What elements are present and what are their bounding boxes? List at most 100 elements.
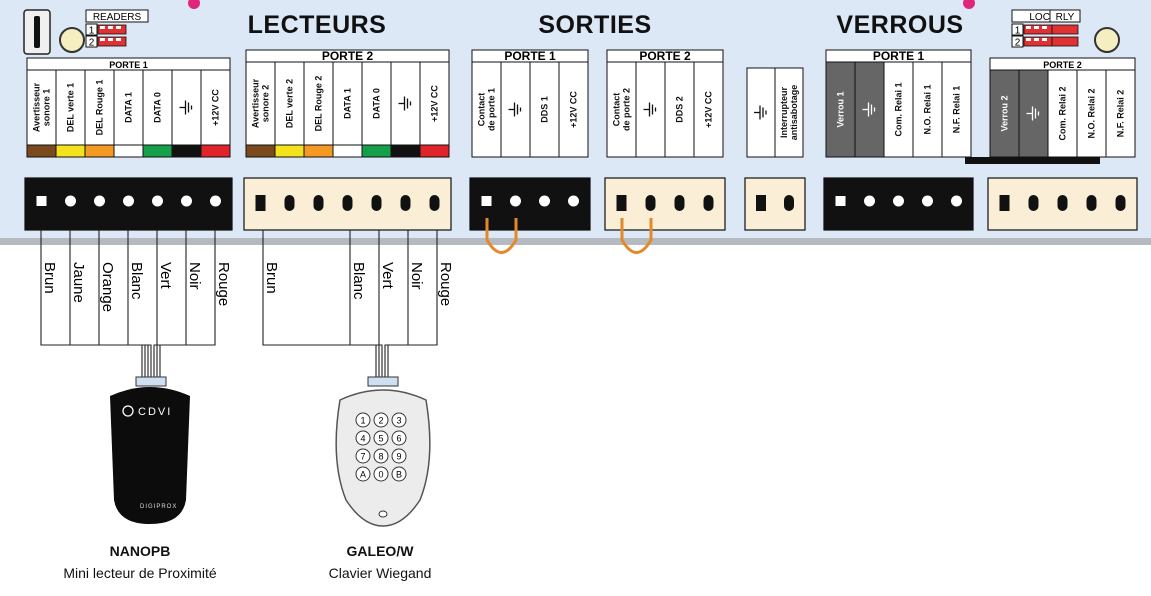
terminal-label-cell [390, 61, 421, 158]
terminal-label: DEL Rouge 1 [95, 80, 105, 136]
jumper-wire [485, 218, 518, 254]
terminal-screw [313, 195, 324, 211]
dip-pos-box [1011, 35, 1024, 48]
terminal-label-cell [245, 61, 276, 158]
terminal-label-cell [1047, 69, 1078, 158]
terminal-label: N.F. Relai 1 [952, 86, 962, 134]
terminal-screw [616, 195, 627, 211]
terminal-block [823, 177, 974, 231]
terminal-label-cell [912, 61, 943, 158]
keypad-key-label: 8 [378, 452, 383, 462]
dip-switch-tick [116, 38, 121, 41]
cable-gland [367, 376, 399, 387]
terminal-screw [893, 195, 904, 207]
keypad-key [355, 448, 371, 464]
reader1-wire [159, 230, 216, 380]
reader1-wire [153, 230, 158, 380]
terminal-label-cell [825, 61, 856, 158]
dip-switch-tick [100, 38, 105, 41]
terminal-label-cell [200, 69, 231, 158]
terminal-screw [152, 195, 163, 207]
terminal-screw [36, 196, 47, 206]
terminal-screw [1057, 195, 1068, 211]
reader1-wire-label: Jaune [70, 262, 87, 303]
dip-pos-box [85, 23, 98, 36]
dip-pos-box [85, 35, 98, 48]
wire-colour-swatch [332, 144, 363, 158]
terminal-label-cell [142, 69, 173, 158]
terminal-label-cell [171, 69, 202, 158]
terminal-label-cell [883, 61, 914, 158]
dip-pos-label: 2 [1015, 38, 1021, 49]
dip-label-box [85, 9, 149, 23]
sub-brand-label: DIGIPROX [140, 504, 177, 510]
terminal-screw [94, 195, 105, 207]
keypad-key-label: B [396, 470, 402, 480]
dip-switch-tick [1042, 38, 1047, 41]
keypad-screw [378, 510, 388, 518]
terminal-label-cell [471, 61, 502, 158]
section-header: PORTE 1 [504, 49, 556, 63]
terminal-label-cell [746, 67, 776, 158]
terminal-screw [255, 195, 266, 211]
terminal-screw [568, 195, 579, 207]
terminal-screw [181, 195, 192, 207]
terminal-screw [864, 195, 875, 207]
terminal-screw [756, 195, 766, 211]
terminal-screw [284, 195, 295, 211]
dip-pos-label: 1 [1015, 26, 1021, 37]
rly-label: RLY [1056, 12, 1075, 23]
terminal-screw [922, 195, 933, 207]
board-slot-bar [34, 16, 40, 48]
dip-pos-label: 2 [89, 38, 95, 49]
wire-colour-swatch [361, 144, 392, 158]
rly-switch [1051, 24, 1079, 35]
keypad-key [373, 430, 389, 446]
terminal-label-cell [55, 69, 86, 158]
terminal-label-cell [84, 69, 115, 158]
mounting-hole [1094, 27, 1120, 53]
terminal-label: Com. Relai 2 [1058, 86, 1068, 140]
keypad-key-label: 1 [360, 416, 365, 426]
reader2-wire-label: Rouge [437, 262, 454, 306]
terminal-label: DEL verte 1 [66, 83, 76, 132]
terminal-screw [429, 195, 440, 211]
keypad-key [391, 430, 407, 446]
reader-body [110, 387, 190, 524]
terminal-label-cell [558, 61, 589, 158]
terminal-label: Com. Relai 1 [894, 82, 904, 136]
rly-label-box [1049, 9, 1081, 23]
terminal-screw [951, 195, 962, 207]
device-name-galeo: GALEO/W [346, 543, 414, 559]
keypad-key [373, 466, 389, 482]
terminal-label-cell [854, 61, 885, 158]
terminal-label: DATA 0 [372, 88, 382, 119]
terminal-screw [999, 195, 1010, 211]
terminal-label-cell [1105, 69, 1136, 158]
keypad-key [391, 412, 407, 428]
rly-switch [1051, 36, 1079, 47]
keypad-key-label: 3 [396, 416, 401, 426]
keypad-key-label: A [360, 470, 366, 480]
magenta-marker [963, 0, 975, 9]
reader1-wire [156, 230, 187, 380]
terminal-screw [539, 195, 550, 207]
wire-colour-swatch [200, 144, 231, 158]
device-desc-nanopb: Mini lecteur de Proximité [63, 565, 217, 581]
terminal-label: DDS 2 [675, 96, 685, 123]
terminal-label: DATA 0 [153, 92, 163, 123]
terminal-screw [123, 195, 134, 207]
keypad-key-label: 6 [396, 434, 401, 444]
dip-label: READERS [93, 12, 142, 23]
wire-colour-swatch [26, 144, 57, 158]
reader2-wire-label: Blanc [350, 262, 367, 300]
reader1-wire [40, 230, 143, 380]
dip-switch-tick [1034, 26, 1039, 29]
title-sorties: SORTIES [538, 11, 652, 39]
section-header: PORTE 1 [873, 49, 925, 63]
terminal-label: DATA 1 [343, 88, 353, 119]
